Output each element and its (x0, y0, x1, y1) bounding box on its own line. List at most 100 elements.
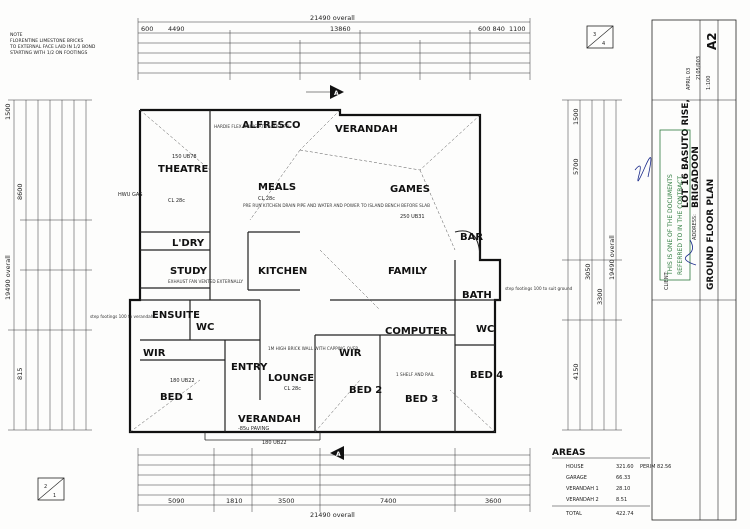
svg-text:2: 2 (44, 484, 47, 490)
dim-bottom-overall: 21490 overall (310, 511, 355, 519)
note-verandah-ub: 180 UB22 (262, 440, 287, 446)
room-study: STUDY (170, 266, 208, 277)
signature-mark (684, 239, 697, 266)
dim-top-right: 13860 (330, 25, 351, 33)
svg-text:A: A (334, 90, 339, 97)
room-computer: COMPUTER (385, 326, 448, 337)
dim-bottom-c: 3500 (278, 497, 295, 505)
areas-table: AREAS HOUSE 321.60 PERIM 82.56 GARAGE 66… (552, 448, 671, 517)
room-ensuite: ENSUITE (152, 310, 200, 321)
sheet-size: A2 (705, 32, 719, 50)
section-marker-top: A (306, 85, 344, 99)
roof-lines (129, 109, 496, 433)
room-alfresco: ALFRESCO (242, 120, 301, 131)
note-shelf-rail: 1 SHELF AND RAIL (396, 372, 435, 377)
areas-row-value: 321.60 (616, 464, 634, 470)
dim-right-a: 5700 (572, 158, 580, 175)
dim-right-d: 1500 (572, 108, 580, 125)
dim-left-overall: 19490 overall (4, 255, 12, 300)
room-family: FAMILY (388, 266, 428, 277)
inner-walls (140, 110, 500, 432)
areas-row-label: HOUSE (566, 464, 584, 470)
room-games: GAMES (390, 184, 430, 195)
dim-top-b: 600 840 (478, 25, 505, 33)
note-study: EXHAUST FAN VENTED EXTERNALLY (168, 279, 244, 284)
job-number: 2105/003 (696, 56, 702, 80)
dim-right-e: 3300 (596, 288, 604, 305)
client-label: CLIENT: (664, 271, 670, 290)
dim-right-b: 3050 (584, 263, 592, 280)
dim-left-c: 1500 (4, 103, 12, 120)
note-line: NOTE (10, 32, 23, 38)
note-step-right: step footings 100 to suit ground (505, 286, 573, 291)
note-theatre-cl: CL 28c (168, 198, 185, 204)
note-games-ub: 250 UB31 (400, 214, 425, 220)
room-theatre: THEATRE (158, 164, 209, 175)
areas-row-label: GARAGE (566, 475, 587, 481)
areas-row-label: VERANDAH 1 (566, 486, 599, 492)
address-label: ADDRESS: (692, 214, 698, 240)
scale-value: 1:100 (706, 76, 712, 90)
room-verandah-top: VERANDAH (335, 124, 398, 135)
note-kitchen: PRE RUN KITCHEN DRAIN PIPE AND WATER AND… (243, 203, 430, 208)
room-wc-1: WC (196, 322, 214, 333)
svg-text:4: 4 (602, 41, 605, 47)
room-bed-4: BED 4 (470, 370, 503, 381)
bottom-dimensions (137, 448, 531, 512)
svg-text:A: A (336, 451, 341, 458)
note-verandah-paving: -85u PAVING (238, 426, 269, 432)
left-dimensions (8, 99, 92, 431)
areas-row-value: 422.74 (616, 511, 634, 517)
dim-bottom-e: 3600 (485, 497, 502, 505)
sheet-marker-top: 3 4 (586, 25, 614, 49)
areas-row-extra: PERIM 82.56 (640, 464, 671, 470)
verandah-bottom (204, 432, 321, 441)
room-wir-2: WIR (339, 348, 362, 359)
areas-row-value: 66.33 (616, 475, 630, 481)
dim-top-left: 4490 (168, 25, 185, 33)
room-bath: BATH (462, 290, 492, 301)
room-verandah-bottom: VERANDAH (238, 414, 301, 425)
stamp-line-2: REFERRED TO IN THE CONTRACT (677, 176, 684, 275)
areas-row-value: 28.10 (616, 486, 630, 492)
room-bed-2: BED 2 (349, 385, 382, 396)
note-lounge-wall: 1M HIGH BRICK WALL WITH CAPPING OVER (268, 346, 358, 351)
date-value: APRIL 03 (686, 68, 692, 90)
note-meals-cl: CL 28c (258, 196, 275, 202)
section-marker-bottom: A (330, 446, 344, 460)
svg-text:3: 3 (593, 32, 596, 38)
contract-stamp: THIS IS ONE OF THE DOCUMENTS REFERRED TO… (659, 129, 691, 281)
room-bar: BAR (460, 232, 483, 243)
address-line-1: LOT 16 BASUTO RISE, (681, 99, 691, 208)
right-dimensions (562, 99, 622, 431)
dim-left-a: 8600 (16, 183, 24, 200)
room-wir-1: WIR (143, 348, 166, 359)
note-hwu: HWU GAS (118, 192, 142, 198)
note-theatre-rl: 150 UB78 (172, 154, 197, 160)
title-block: GROUND FLOOR PLAN ADDRESS: LOT 16 BASUTO… (651, 19, 737, 521)
areas-heading: AREAS (552, 448, 586, 458)
dim-bottom-b: 1810 (226, 497, 243, 505)
room-bed-3: BED 3 (405, 394, 438, 405)
top-note: NOTE FLORENTINE LIMESTONE BRICKS TO EXTE… (9, 32, 96, 56)
dim-right-overall: 19490 overall (608, 235, 616, 280)
room-ldry: L'DRY (172, 238, 205, 249)
sheet-marker-bottom: 2 1 (37, 477, 65, 501)
room-bed-1: BED 1 (160, 392, 193, 403)
room-entry: ENTRY (231, 362, 268, 373)
dim-right-c: 4150 (572, 363, 580, 380)
stamp-line-1: THIS IS ONE OF THE DOCUMENTS (667, 174, 674, 276)
plan-title: GROUND FLOOR PLAN (706, 179, 716, 290)
areas-row-label: TOTAL (565, 511, 582, 517)
dim-top-c: 1100 (509, 25, 526, 33)
dim-top-a: 600 (141, 25, 153, 33)
note-line: STARTING WITH 1/2 ON FOOTINGS (10, 50, 87, 56)
top-dimensions (137, 18, 531, 80)
room-meals: MEALS (258, 182, 296, 193)
room-kitchen: KITCHEN (258, 266, 307, 277)
room-wc-2: WC (476, 324, 494, 335)
signature-mark (634, 157, 652, 182)
address-line-2: BRIGADOON (691, 146, 701, 208)
